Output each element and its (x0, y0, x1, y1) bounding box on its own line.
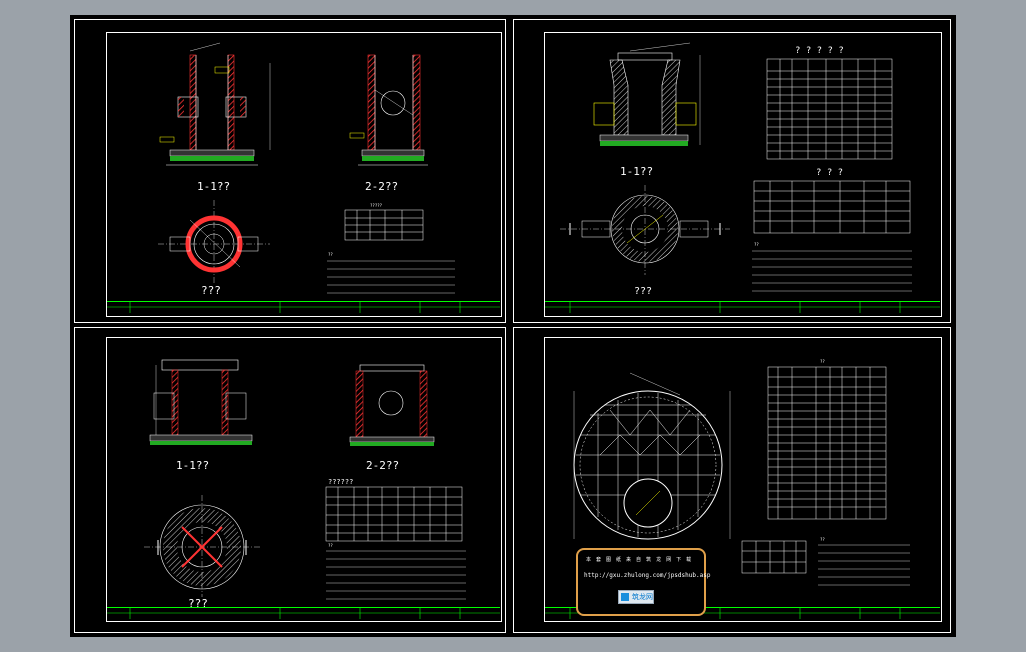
sheet4-rebar-table (767, 366, 887, 520)
sheet3-notes (326, 550, 466, 600)
watermark-line: 本 套 图 纸 来 自 筑 龙 网 下 载 (586, 557, 693, 563)
sheet-border-3 (106, 337, 502, 622)
sheet-frame-3 (74, 327, 506, 633)
logo-icon (621, 593, 629, 601)
sheet2-section (593, 42, 701, 146)
view-label-s2-plan: ??? (634, 286, 652, 297)
table1-title: ? ? ? ? ? (795, 46, 844, 56)
sheet2-table1 (766, 58, 893, 160)
view-label-s2-1-1: 1-1?? (620, 165, 653, 178)
watermark-url[interactable]: http://gxu.zhulong.com/jpsdshub.asp (584, 572, 711, 579)
drawing-graphics: 1-1?? 2-2?? ??? (107, 42, 940, 619)
view-label-1-1: 1-1?? (197, 180, 230, 193)
sheet4-small-table (741, 540, 807, 574)
notes-title: ?? (328, 252, 333, 257)
sheet2-notes (752, 250, 912, 292)
sheet-border-4 (544, 337, 942, 622)
sheet1-section-2-2 (349, 54, 428, 166)
title-block-2 (545, 301, 940, 314)
sheet1-notes (327, 260, 455, 294)
watermark-banner[interactable]: 本 套 图 纸 来 自 筑 龙 网 下 载 http://gxu.zhulong… (576, 548, 710, 616)
sheet1-section-1-1 (159, 42, 271, 166)
title-block-1 (107, 301, 500, 314)
sheet4-reinforcement-plan (573, 372, 731, 540)
s3-table-title: ?????? (328, 478, 353, 486)
sheet4-notes (818, 544, 910, 586)
sheet3-table (325, 486, 463, 542)
s2-notes-title: ?? (754, 242, 759, 247)
sheet-frame-1 (74, 19, 506, 323)
sheet-frame-2 (513, 19, 951, 323)
table-title: ????? (370, 203, 383, 208)
drawing-canvas[interactable]: 1-1?? 2-2?? ??? (70, 15, 956, 637)
view-label-s3-2-2: 2-2?? (366, 459, 399, 472)
view-label-2-2: 2-2?? (365, 180, 398, 193)
logo-text: 筑龙网 (632, 593, 653, 601)
sheet3-section-1-1 (149, 359, 253, 445)
sheet3-plan (144, 495, 260, 597)
title-block-3 (107, 607, 500, 620)
sheet1-table (344, 209, 424, 241)
view-label-s3-plan: ??? (188, 597, 208, 610)
sheet2-plan (560, 185, 730, 275)
sheet-border-1 (106, 32, 502, 317)
table2-title: ? ? ? (816, 168, 843, 178)
s3-notes-title: ?? (328, 543, 333, 548)
zhulong-logo: 筑龙网 (618, 590, 654, 604)
view-label-s3-1-1: 1-1?? (176, 459, 209, 472)
sheet1-plan (158, 200, 270, 285)
sheet2-table2 (753, 180, 911, 234)
sheet3-section-2-2 (349, 364, 435, 446)
s4-notes-title: ?? (820, 537, 825, 542)
view-label-plan: ??? (201, 284, 221, 297)
sheet-border-2 (544, 32, 942, 317)
section-markers (157, 223, 721, 555)
sheet-frame-4 (513, 327, 951, 633)
s4-table-title: ?? (820, 359, 825, 364)
title-block-4 (545, 607, 940, 620)
